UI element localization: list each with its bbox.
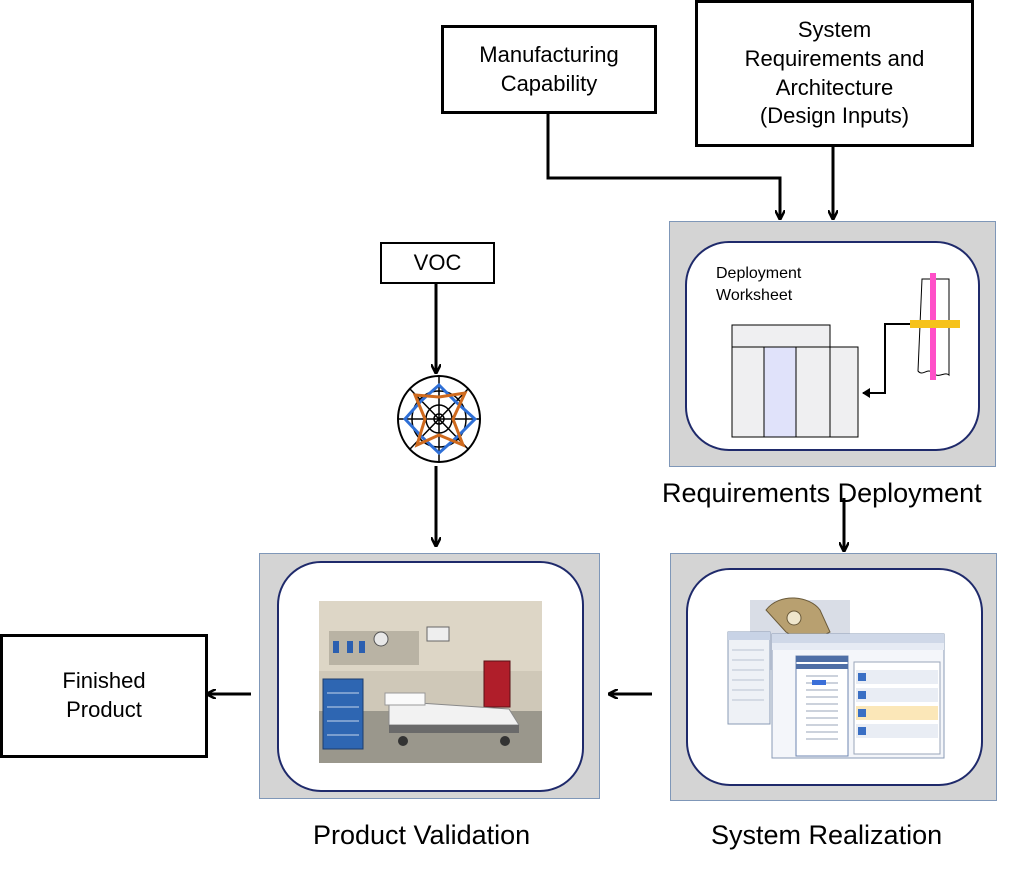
voc-box: VOC — [380, 242, 495, 284]
system-requirements-label: System Requirements and Architecture (De… — [744, 17, 925, 129]
system-requirements-box: System Requirements and Architecture (De… — [695, 0, 974, 147]
system-realization-panel — [670, 553, 997, 801]
product-validation-panel — [259, 553, 600, 799]
worksheet-label-line2: Worksheet — [716, 287, 793, 304]
voc-label: VOC — [413, 249, 462, 275]
finished-product-box: Finished Product — [0, 634, 208, 758]
system-realization-card — [686, 568, 983, 786]
system-realization-caption: System Realization — [711, 820, 943, 850]
product-validation-card — [277, 561, 584, 792]
voc-radar-icon — [397, 375, 481, 463]
requirements-deployment-panel: Deployment Worksheet — [669, 221, 996, 467]
hospital-room-photo — [319, 601, 542, 763]
finished-product-label: Finished Product — [62, 668, 146, 722]
arrow-manufacturing-to-deployment — [546, 112, 780, 218]
product-validation-caption: Product Validation — [313, 820, 531, 850]
requirements-deployment-caption: Requirements Deployment — [662, 478, 982, 508]
deployment-worksheet-card: Deployment Worksheet — [685, 241, 980, 451]
worksheet-label-line1: Deployment — [716, 265, 802, 282]
manufacturing-capability-box: Manufacturing Capability — [441, 25, 657, 114]
manufacturing-capability-label: Manufacturing Capability — [479, 41, 619, 96]
deployment-worksheet-diagram: Deployment Worksheet — [716, 265, 960, 438]
software-screenshot-collage — [727, 597, 945, 759]
